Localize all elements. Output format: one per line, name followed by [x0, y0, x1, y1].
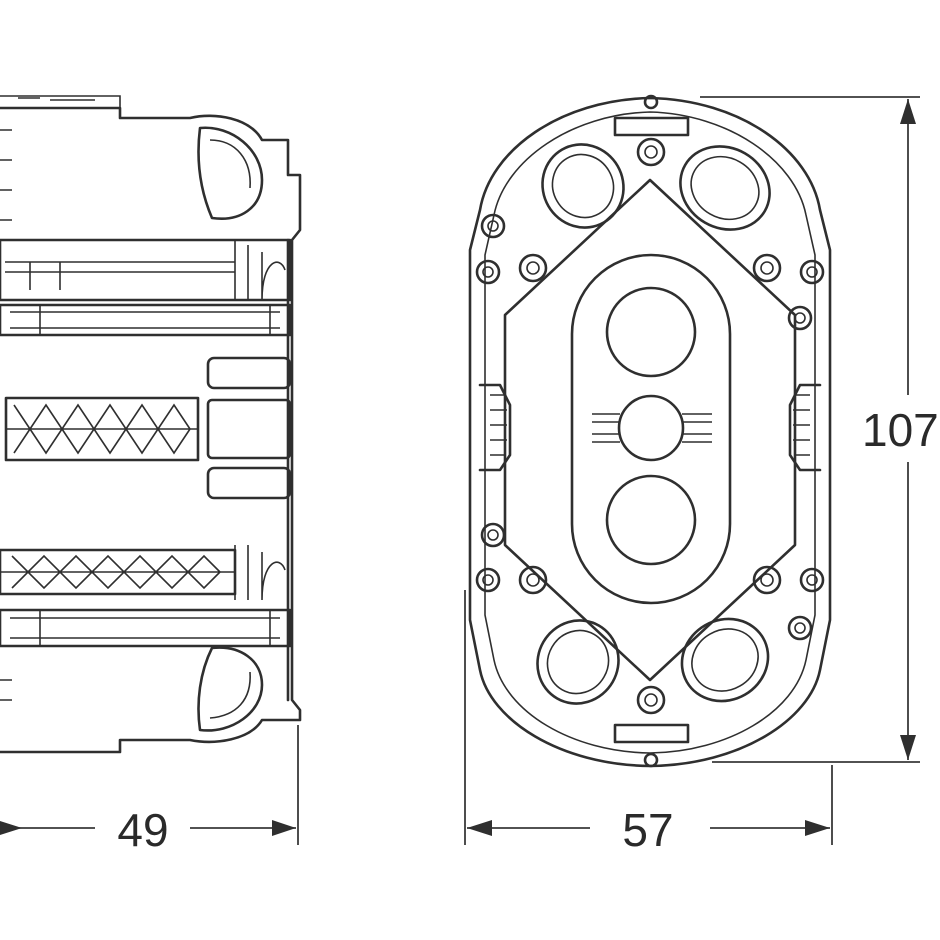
- height-label: 107: [862, 404, 939, 456]
- width-dimension: 57: [464, 590, 833, 856]
- knockout-top: [605, 286, 697, 378]
- front-view: [468, 94, 832, 768]
- width-label: 57: [622, 804, 673, 856]
- vent-grid-lower: [0, 548, 237, 596]
- depth-dimension: 49: [0, 725, 299, 856]
- side-view: [0, 95, 302, 754]
- height-dimension: 107: [700, 96, 939, 763]
- depth-label: 49: [117, 804, 168, 856]
- screw-posts: [475, 137, 825, 715]
- vent-grid-upper: [4, 396, 200, 462]
- knockout-center: [617, 394, 685, 462]
- knockout-bottom: [605, 474, 697, 566]
- center-plate: [570, 253, 732, 605]
